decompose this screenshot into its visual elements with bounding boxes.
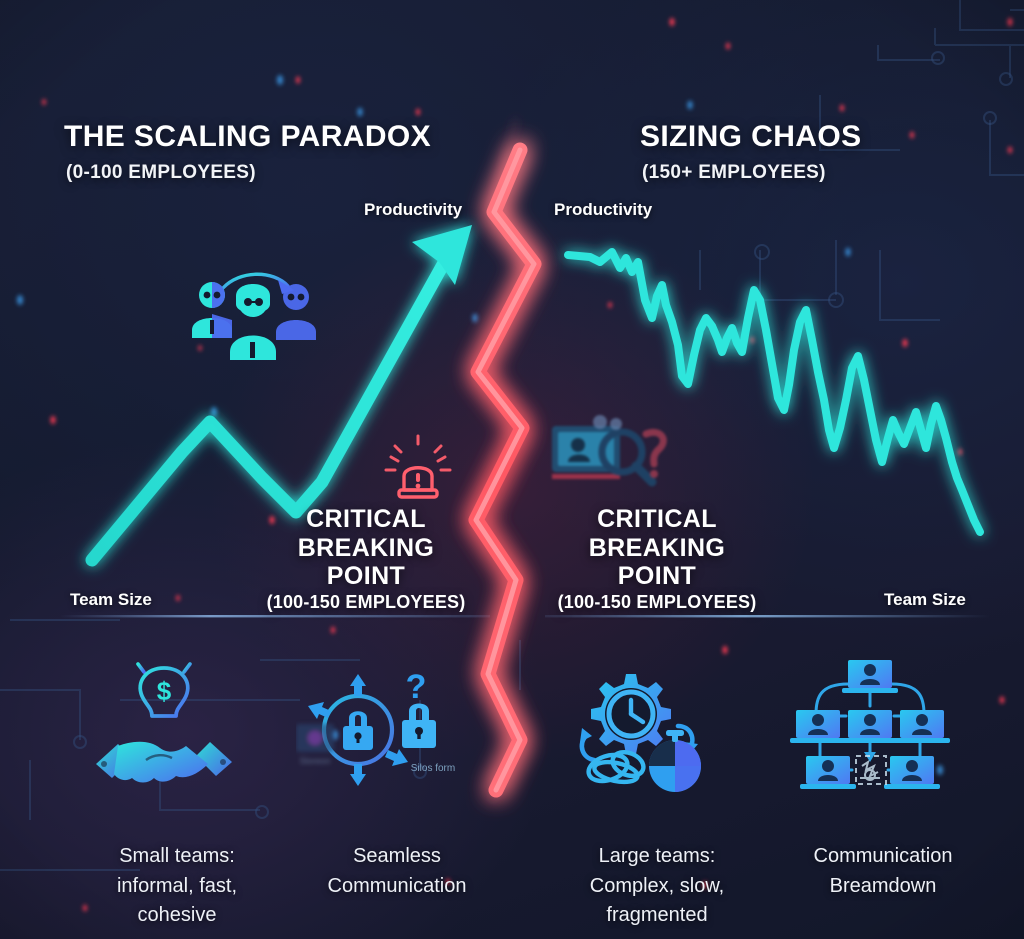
left-critical-breaking-point: CRITICAL BREAKING POINT (100-150 EMPLOYE… [256,505,476,613]
gear-clock-stopwatch-icon [579,674,701,792]
right-panel-subtitle: (150+ EMPLOYEES) [642,162,826,183]
left-critical-line2: BREAKING POINT [297,533,435,591]
laptop-bottom-left [800,756,856,789]
left-panel-title: THE SCALING PARADOX [64,120,432,153]
lightbulb-dollar-handshake-icon: $ [96,654,232,783]
right-critical-line1: CRITICAL [597,505,717,533]
laptop-left [790,710,846,743]
left-y-axis-label: Productivity [364,200,463,219]
left-critical-line3: (100-150 EMPLOYEES) [266,591,466,612]
broken-monitor-icon [552,415,667,487]
noise-breakdown-glyph [855,755,887,785]
laptop-bottom-right [884,756,940,789]
right-critical-breaking-point: CRITICAL BREAKING POINT (100-150 EMPLOYE… [546,505,768,613]
right-critical-line2: BREAKING POINT [588,533,726,591]
svg-text:Sloreon: Sloreon [299,756,330,766]
laptop-network-icon [790,660,950,789]
laptop-center [842,710,898,743]
right-panel-title: SIZING CHAOS [640,120,862,153]
svg-text:?: ? [406,668,427,706]
axis-baselines [60,615,990,618]
right-y-axis-label: Productivity [554,200,653,219]
team-people-icon [192,272,316,360]
left-critical-line1: CRITICAL [306,505,426,533]
caption-small-teams: Small teams: informal, fast, cohesive [116,845,238,927]
laptop-right [894,710,950,743]
left-x-axis-label: Team Size [70,590,152,609]
lock-silos-arrows-icon: ? Silos form Sloreon [296,668,455,786]
caption-seamless-communication: Seamless Communication [327,845,467,897]
left-panel-subtitle: (0-100 EMPLOYEES) [66,162,256,183]
caption-communication-breamdown: Communication Breamdown [813,845,953,897]
glow-particles [17,18,1013,912]
right-critical-line3: (100-150 EMPLOYEES) [557,591,757,612]
right-x-axis-label: Team Size [884,590,966,609]
siren-alert-icon [384,434,452,499]
laptop-top [842,660,898,693]
svg-text:Silos form: Silos form [411,763,455,774]
svg-text:$: $ [157,676,172,706]
caption-large-teams: Large teams: Complex, slow, fragmented [589,845,725,927]
